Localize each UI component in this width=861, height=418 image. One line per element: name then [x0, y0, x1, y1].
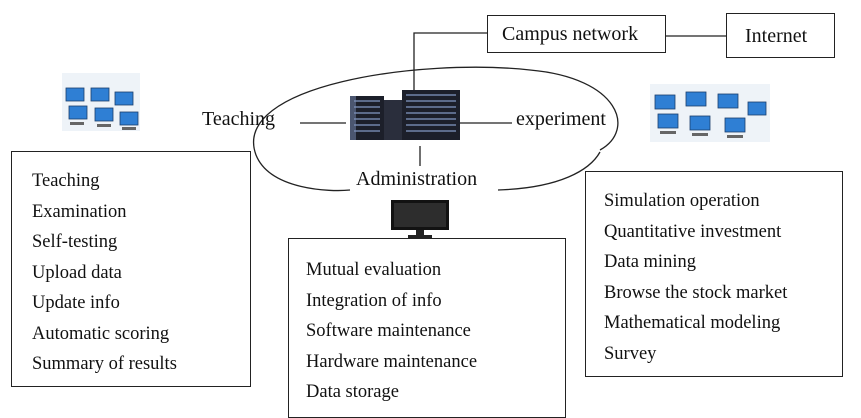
server-rack-icon [350, 90, 460, 140]
campus-network-box: Campus network [487, 15, 666, 53]
list-item: Data mining [604, 252, 696, 272]
list-item: Automatic scoring [32, 323, 170, 344]
list-item: Hardware maintenance [306, 351, 478, 372]
teaching-label: Teaching [202, 108, 276, 130]
list-item: Integration of info [306, 290, 442, 311]
list-item: Summary of results [32, 354, 177, 374]
network-ring [253, 66, 619, 192]
list-item: Software maintenance [306, 321, 471, 341]
teaching-functions-box: Teaching Examination Self-testing Upload… [11, 151, 251, 387]
teaching-functions-list: Teaching Examination Self-testing Upload… [32, 166, 177, 380]
internet-label: Internet [745, 25, 808, 47]
internet-box: Internet [726, 13, 835, 58]
list-item: Mutual evaluation [306, 260, 442, 280]
list-item: Self-testing [32, 232, 118, 252]
lab-computers-icon-right [650, 84, 770, 142]
lab-computers-icon-left [62, 73, 140, 131]
list-item: Quantitative investment [604, 221, 782, 242]
administration-label: Administration [356, 168, 478, 190]
experiment-functions-list: Simulation operation Quantitative invest… [604, 186, 787, 369]
campus-network-label: Campus network [502, 23, 639, 45]
administration-functions-box: Mutual evaluation Integration of info So… [288, 238, 566, 418]
list-item: Survey [604, 343, 657, 364]
list-item: Update info [32, 293, 120, 313]
experiment-label: experiment [516, 108, 606, 130]
experiment-functions-box: Simulation operation Quantitative invest… [585, 171, 843, 377]
list-item: Teaching [32, 171, 100, 191]
monitor-icon [391, 200, 449, 238]
list-item: Upload data [32, 262, 122, 283]
list-item: Mathematical modeling [604, 313, 781, 333]
list-item: Data storage [306, 382, 399, 402]
list-item: Simulation operation [604, 191, 760, 211]
administration-functions-list: Mutual evaluation Integration of info So… [306, 255, 477, 408]
list-item: Browse the stock market [604, 282, 788, 303]
list-item: Examination [32, 201, 127, 222]
server-to-campus-line [413, 32, 488, 98]
